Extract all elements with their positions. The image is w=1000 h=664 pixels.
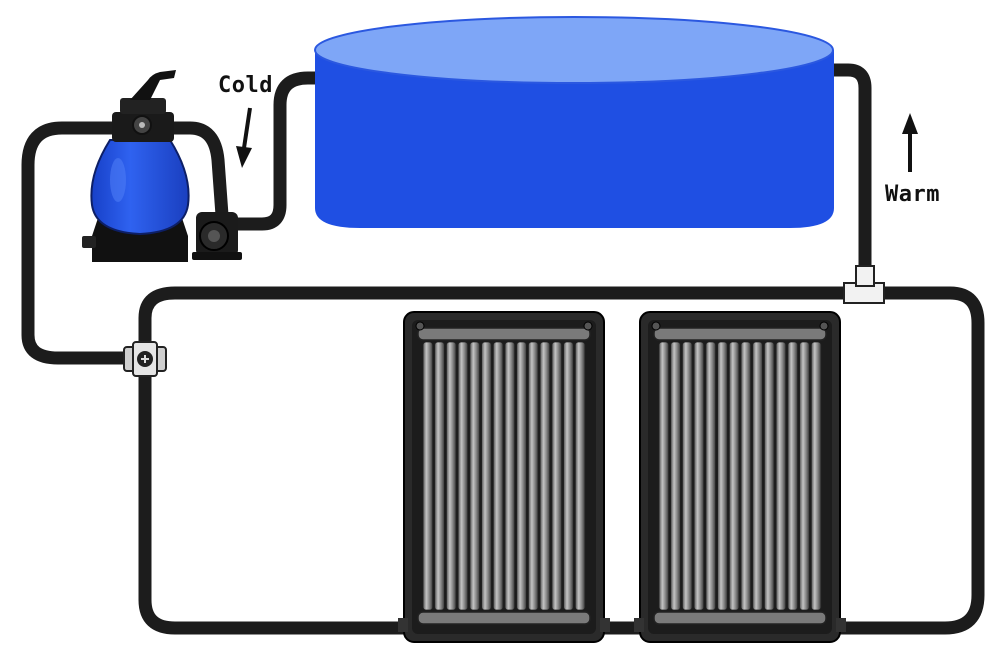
panel-tube (728, 341, 740, 611)
panel-tube (539, 341, 551, 611)
panel-tube (492, 341, 504, 611)
pool (314, 16, 834, 228)
panel-tube (693, 341, 705, 611)
filter-inlet-hose (21, 121, 137, 365)
panel-tube (504, 341, 516, 611)
panel-tube (752, 341, 763, 611)
cold-flow-arrow-icon (236, 107, 252, 168)
solar-panels (398, 311, 846, 643)
pool-water-surface (315, 17, 833, 83)
cold-hose (225, 71, 325, 231)
panel-tube (445, 341, 457, 611)
tee-connector (843, 265, 885, 304)
panel-tube (717, 341, 728, 611)
panel-tube (551, 341, 563, 611)
panel-tube (658, 341, 670, 611)
panel-tube (563, 341, 574, 611)
pool-side (315, 50, 834, 228)
filter-tank (90, 139, 190, 236)
solar-panel-left (398, 311, 610, 643)
panel-tube (810, 341, 822, 611)
panel-tube (469, 341, 480, 611)
cold-label: Cold (218, 73, 273, 98)
hose-network (21, 63, 985, 635)
panel-tube (457, 341, 469, 611)
panel-tube (799, 341, 810, 611)
panel-tube (682, 341, 693, 611)
filter-base-clip (82, 236, 96, 248)
filter-to-pump-hose (165, 121, 229, 222)
pool-rim (314, 16, 834, 84)
sand-filter-pump (82, 70, 242, 262)
panel-tube (481, 341, 492, 611)
warm-flow-arrow-icon (902, 113, 918, 172)
panel-tube (574, 341, 586, 611)
panel-feed-hose (138, 365, 412, 635)
panel-tube (434, 341, 445, 611)
panel-tube (787, 341, 799, 611)
panel-tube (516, 341, 527, 611)
filter-tank-highlight (110, 158, 126, 202)
panel-tube (422, 341, 434, 611)
panel-tube (740, 341, 752, 611)
panel-tube (670, 341, 681, 611)
panel-tube (705, 341, 717, 611)
panel-return-hose (831, 286, 985, 635)
solar-panel-right (634, 311, 846, 643)
panel-tube (528, 341, 539, 611)
warm-label: Warm (885, 182, 940, 207)
bypass-hose (138, 286, 855, 357)
warm-return-hose (825, 63, 872, 297)
filter-handle-icon (130, 70, 176, 100)
panel-tube (764, 341, 775, 611)
panel-tube (775, 341, 787, 611)
bypass-valve (123, 341, 167, 377)
